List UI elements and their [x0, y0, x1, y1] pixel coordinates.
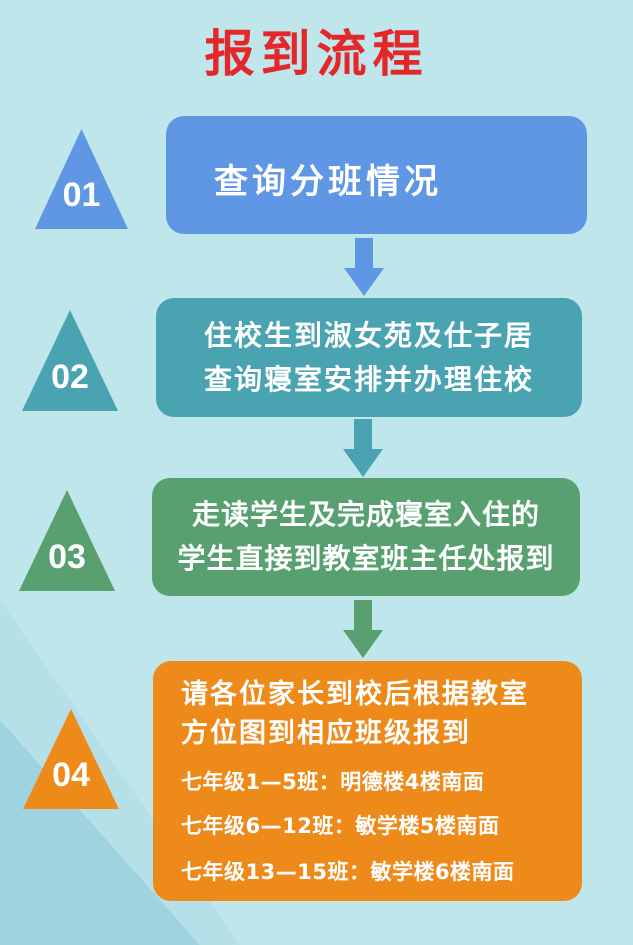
step-number: 03 — [48, 538, 86, 576]
step-text-line: 住校生到淑女苑及仕子居 — [203, 319, 534, 352]
step-box-04: 请各位家长到校后根据教室 方位图到相应班级报到 七年级1—5班：明德楼4楼南面 … — [153, 661, 582, 901]
down-arrow-icon — [344, 238, 384, 296]
step-text-line: 走读学生及完成寝室入住的 — [191, 498, 540, 531]
class-location-item: 七年级6—12班：敏学楼5楼南面 — [181, 814, 500, 838]
step-number: 02 — [51, 358, 89, 396]
step-text-line: 查询分班情况 — [214, 162, 442, 202]
step-number-badge-04: 04 — [23, 709, 119, 809]
page-title: 报到流程 — [204, 25, 429, 83]
down-arrow-icon — [343, 419, 383, 477]
step-box-02: 住校生到淑女苑及仕子居 查询寝室安排并办理住校 — [156, 298, 582, 417]
class-location-item: 七年级1—5班：明德楼4楼南面 — [181, 770, 485, 794]
step-text-line: 请各位家长到校后根据教室 — [181, 679, 529, 710]
step-box-03: 走读学生及完成寝室入住的 学生直接到教室班主任处报到 — [152, 478, 580, 596]
step-text-line: 查询寝室安排并办理住校 — [203, 363, 534, 396]
down-arrow-icon — [343, 600, 383, 658]
step-number-badge-03: 03 — [19, 490, 115, 591]
step-number-badge-02: 02 — [22, 310, 118, 411]
step-text-line: 学生直接到教室班主任处报到 — [177, 542, 555, 575]
step-number: 04 — [52, 756, 90, 794]
step-number: 01 — [62, 176, 101, 214]
step-box-01: 查询分班情况 — [166, 116, 587, 234]
step-text-line: 方位图到相应班级报到 — [181, 718, 471, 749]
step-number-badge-01: 01 — [35, 129, 128, 229]
class-location-item: 七年级13—15班：敏学楼6楼南面 — [181, 860, 515, 884]
